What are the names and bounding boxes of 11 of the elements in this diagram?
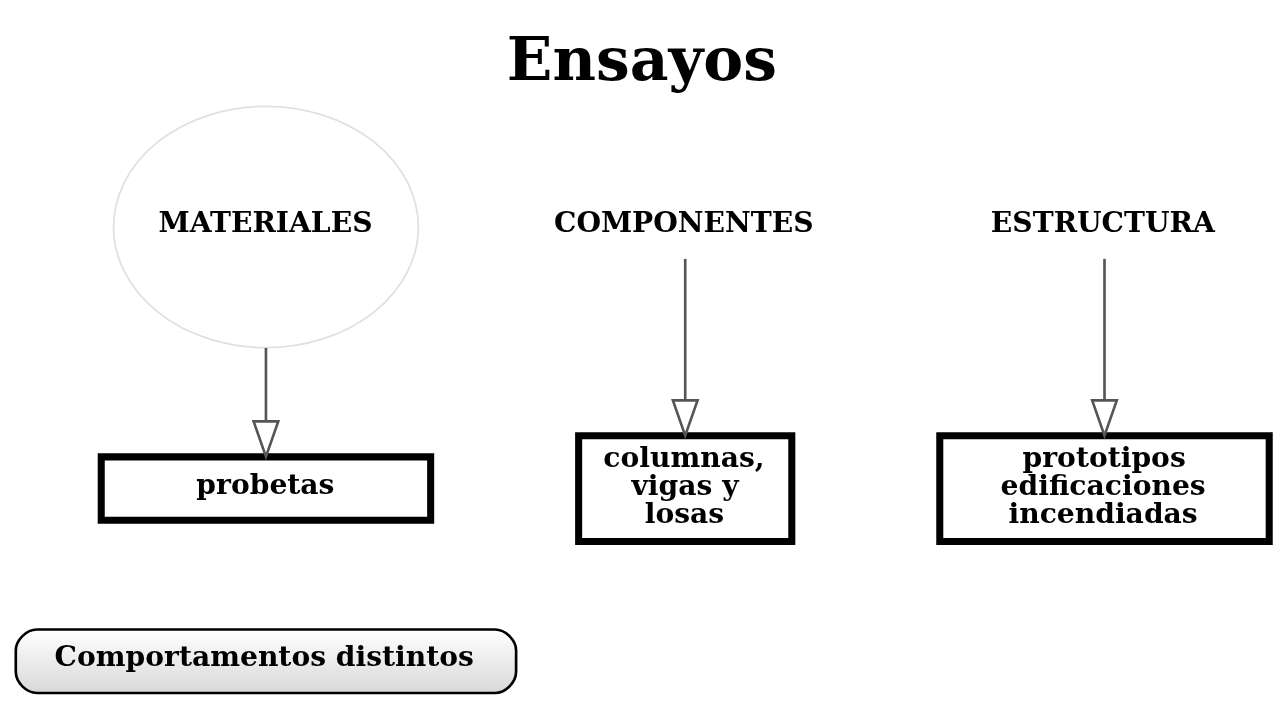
node-box: probetas [97, 452, 435, 524]
node-box: columnas, vigas y losas [575, 431, 796, 545]
diagram-title: Ensayos [506, 23, 777, 94]
arrow [251, 347, 281, 461]
node-box: prototipos edificaciones incendiadas [936, 431, 1273, 545]
arrow [1090, 258, 1119, 440]
node-text: ESTRUCTURA [990, 205, 1215, 239]
node-ellipse: MATERIALES [112, 104, 420, 349]
node-box: Comportamentos distintos [14, 627, 518, 694]
arrow [671, 258, 700, 440]
node-text: COMPONENTES [553, 205, 814, 239]
